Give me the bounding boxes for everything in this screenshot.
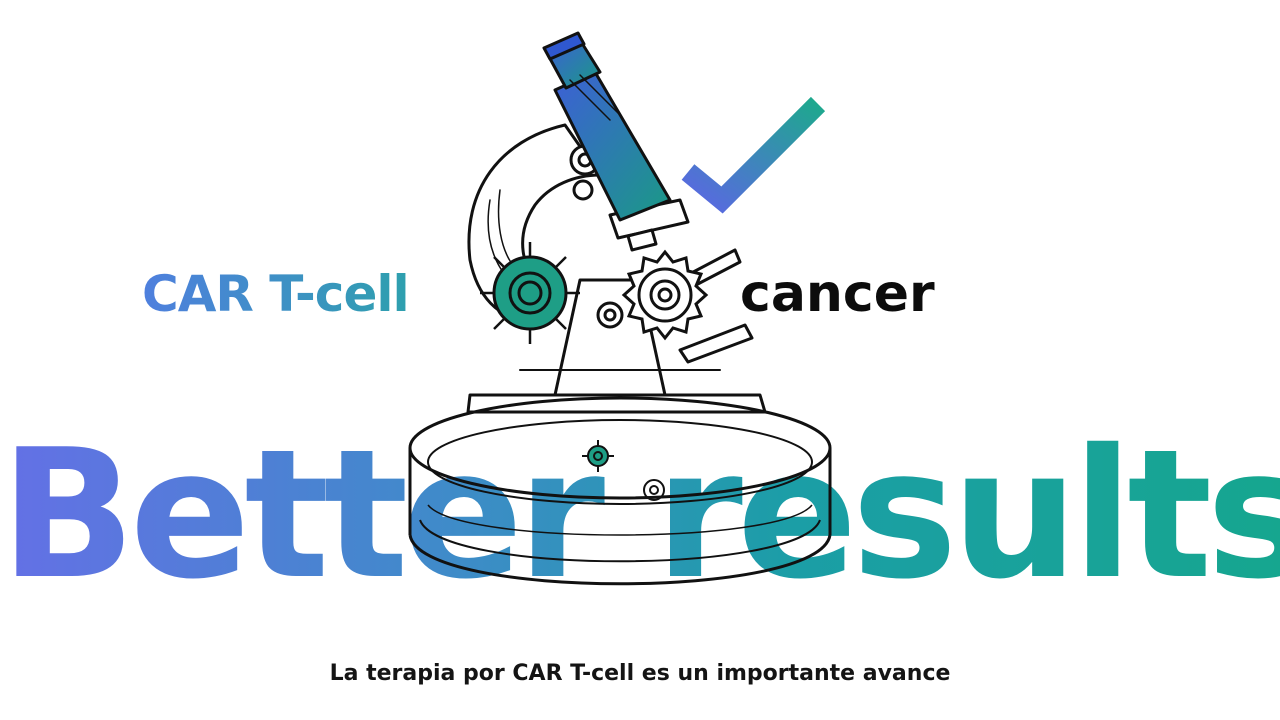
headline: Better results — [0, 411, 1280, 618]
car-t-cell-icon — [480, 242, 580, 344]
car-t-cell-label: CAR T-cell — [142, 262, 410, 326]
petri-dish-illustration — [408, 396, 832, 586]
cancer-cell-icon — [621, 249, 709, 341]
caption-subtitle: La terapia por CAR T-cell es un importan… — [329, 661, 951, 686]
cancer-label: cancer — [740, 264, 935, 324]
checkmark-icon — [681, 96, 826, 214]
microscope-illustration — [466, 31, 767, 414]
